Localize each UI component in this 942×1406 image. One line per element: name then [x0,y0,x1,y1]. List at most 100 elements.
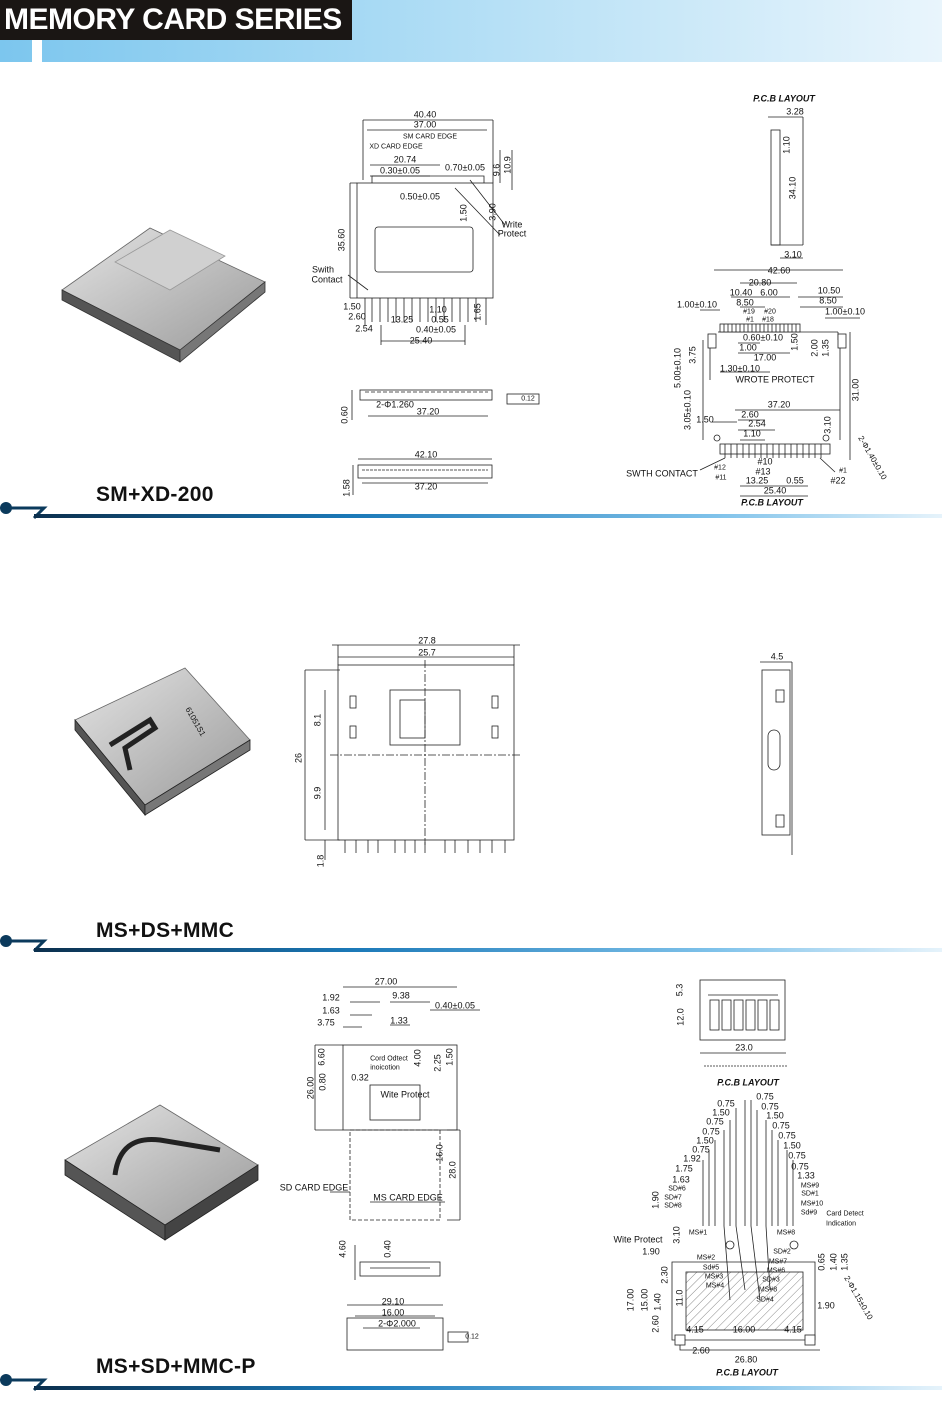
dimension-label: 1.65 [472,303,483,321]
dimension-label: 37.20 [414,481,438,492]
section-separator [0,502,942,520]
dimension-label: 27.8 [418,635,436,646]
dimension-label: 4.15 [686,1324,704,1335]
dimension-label: MS#1 [688,1229,708,1237]
dimension-label: 3.10 [822,416,833,434]
dimension-label: 4.15 [784,1324,802,1335]
dimension-label: 29.10 [381,1296,405,1307]
dimension-label: P.C.B LAYOUT [717,1077,779,1088]
dimension-label: MS#8 [776,1229,796,1237]
dimension-label: 1.40 [828,1253,839,1271]
dimension-label: 0.75 [791,1161,809,1172]
dimension-label: 40.40 [413,109,437,120]
dimension-label: 1.90 [817,1300,835,1311]
dimension-label: #18 [762,316,774,324]
dimension-label: 4.00 [412,1049,423,1067]
dimension-label: P.C.B LAYOUT [753,93,815,104]
dimension-label: 3.75 [687,346,698,364]
dimension-label: 2.60 [348,311,366,322]
dimension-label: 1.50 [458,204,469,222]
ms-sd-mmc-p-top-view [314,986,480,1351]
dimension-label: Cord Odtect [370,1055,408,1063]
dimension-label: 9.38 [392,990,410,1001]
dimension-label: MS CARD EDGE [373,1192,443,1203]
dimension-label: SD#3 [762,1276,780,1284]
dimension-label: 0.65 [816,1253,827,1271]
dimension-label: 1.50 [696,414,714,425]
dimension-label: 2.60 [741,409,759,420]
sm-xd-200-pcb-side [768,116,804,259]
dimension-label: SWTH CONTACT [626,468,698,479]
dimension-label: 6.60 [316,1048,327,1066]
dimension-label: 23.0 [735,1042,753,1053]
dimension-label: 2-Φ1.260 [376,399,414,410]
dimension-label: 3.10 [784,249,802,260]
dimension-label: 1.00±0.10 [825,306,865,317]
dimension-label: MS#10 [800,1200,824,1208]
section-title-ms-sd-mmc-p: MS+SD+MMC-P [96,1355,256,1378]
dimension-label: 1.50 [783,1140,801,1151]
dimension-label: 1.63 [672,1174,690,1185]
dimension-label: 0.80 [317,1073,328,1091]
dimension-label: 1.10 [781,136,792,154]
dimension-label: 1.90 [650,1191,661,1209]
ms-ds-mmc-top-view [304,644,520,860]
dimension-label: Sd#9 [800,1209,818,1217]
section-title-sm-xd-200: SM+XD-200 [96,483,214,506]
ms-sd-mmc-p-pcb-layout [671,1100,820,1351]
dimension-label: #20 [764,308,776,316]
dimension-label: MS#8 [758,1286,778,1294]
dimension-label: SD#6 [668,1185,686,1193]
dimension-label: Swith [311,264,335,275]
dimension-label: 2-Φ2.000 [378,1318,416,1329]
sm-xd-200-top-view [347,119,513,345]
dimension-label: 8.50 [819,295,837,306]
dimension-label: P.C.B LAYOUT [716,1367,778,1378]
dimension-label: #13 [755,466,771,477]
dimension-label: 1.8 [315,854,326,868]
dimension-label: inoicotion [370,1064,400,1072]
dimension-label: 0.12 [465,1333,479,1341]
dimension-label: SM CARD EDGE [402,133,458,141]
dimension-label: 1.35 [820,339,831,357]
dimension-label: MS#6 [766,1267,786,1275]
sm-xd-200-photo [61,227,266,363]
dimension-label: 0.60±0.10 [743,332,783,343]
dimension-label: 1.58 [341,479,352,497]
dimension-label: 15.00 [639,1288,650,1312]
dimension-label: P.C.B LAYOUT [741,497,803,508]
dimension-label: 16.00 [732,1324,756,1335]
dimension-label: 25.40 [409,335,433,346]
section-separator [0,935,942,953]
dimension-label: Contact [311,274,343,285]
dimension-label: 1.63 [322,1005,340,1016]
dimension-label: 5.3 [674,983,685,997]
dimension-label: 28.0 [447,1161,458,1179]
dimension-label: 42.60 [767,265,791,276]
dimension-label: 1.50 [789,333,800,351]
dimension-label: 0.75 [717,1098,735,1109]
dimension-label: 1.50 [696,1135,714,1146]
dimension-label: 1.35 [839,1253,850,1271]
dimension-label: 0.75 [778,1130,796,1141]
dimension-label: 0.75 [702,1126,720,1137]
dimension-label: 2.60 [650,1315,661,1333]
section-separator [0,1374,942,1392]
dimension-label: SD CARD EDGE [279,1182,349,1193]
dimension-label: 1.33 [797,1170,815,1181]
dimension-label: 0.75 [761,1101,779,1112]
header-gap [32,40,42,64]
dimension-label: 2.60 [692,1345,710,1356]
dimension-label: #12 [714,464,726,472]
dimension-label: 37.00 [413,119,437,130]
sm-xd-200-pcb-layout [699,269,860,497]
dimension-label: 0.40±0.05 [416,324,456,335]
dimension-label: 0.55 [431,314,449,325]
dimension-label: 0.75 [756,1091,774,1102]
dimension-label: 12.0 [675,1008,686,1026]
dimension-label: SD#1 [801,1190,819,1198]
dimension-label: 3.28 [786,106,804,117]
sm-xd-200-bottom-view [352,458,493,495]
dimension-label: 1.33 [390,1015,408,1026]
